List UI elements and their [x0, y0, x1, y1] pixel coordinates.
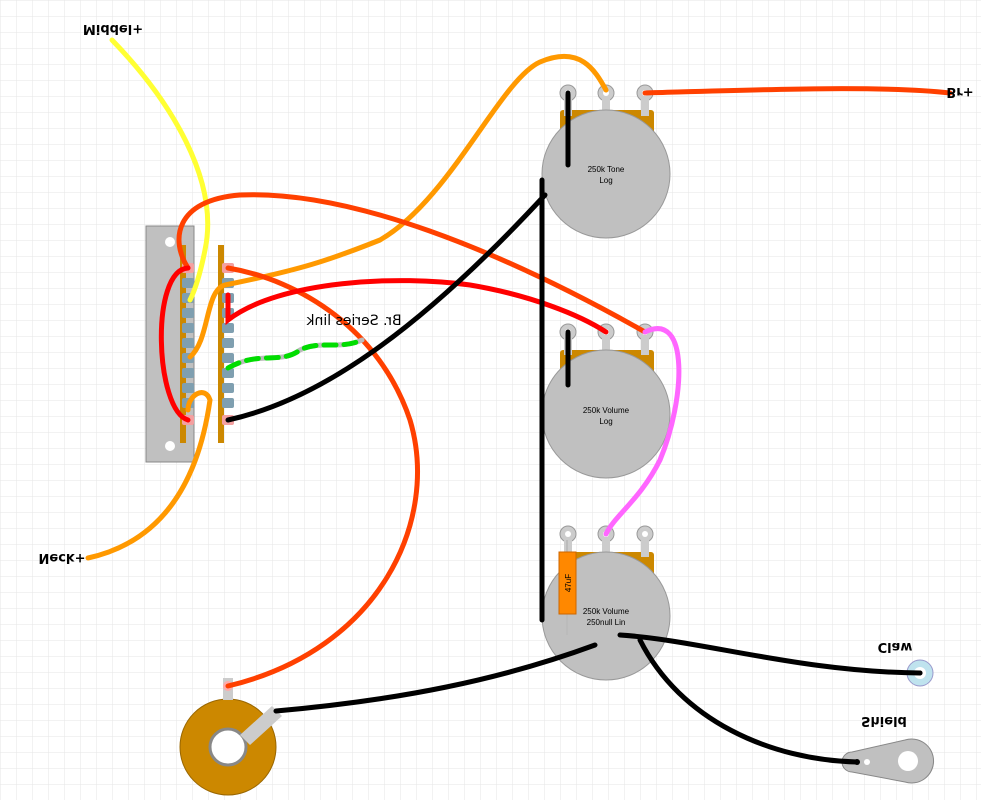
- tone-orange-wire: [187, 53, 609, 360]
- switch-lug[interactable]: [222, 323, 234, 333]
- tone-pot[interactable]: 250k Tone Log: [541, 84, 671, 239]
- volume-pot-2-label: 250k Volume: [583, 607, 630, 616]
- middle-label: Middel+: [83, 21, 143, 36]
- middle-wire: [109, 37, 211, 303]
- red-volume-wire: [225, 278, 609, 335]
- switch-lug[interactable]: [222, 383, 234, 393]
- bridge-wire: [642, 86, 953, 96]
- switch-lug[interactable]: [182, 308, 194, 318]
- neck-wire: [85, 390, 213, 561]
- switch-lug[interactable]: [222, 368, 234, 378]
- switch-lug[interactable]: [222, 398, 234, 408]
- output-jack[interactable]: [179, 678, 282, 796]
- switch-lug[interactable]: [222, 338, 234, 348]
- switch-lug[interactable]: [182, 368, 194, 378]
- wires: [85, 37, 953, 765]
- volume-pot-1-label: 250k Volume: [583, 406, 630, 415]
- black-ground-bus-wire: [539, 90, 571, 623]
- volume-pot-2-taper: 250null Lin: [587, 618, 626, 627]
- switch-lug[interactable]: [182, 323, 194, 333]
- neck-label: Neck+: [39, 550, 86, 565]
- shield-label: Shield: [861, 713, 907, 728]
- red-jumper-wire: [158, 265, 191, 423]
- black-switch-ground-wire: [225, 192, 548, 423]
- claw-wire: [617, 632, 923, 676]
- capacitor-value: 47uF: [564, 574, 573, 592]
- switch-lug[interactable]: [222, 353, 234, 363]
- tone-pot-label: 250k Tone: [588, 165, 625, 174]
- shield-ground-lug[interactable]: [841, 738, 935, 784]
- switch-lug[interactable]: [182, 338, 194, 348]
- bridge-label: Br+: [946, 84, 973, 99]
- volume-pot-1-taper: Log: [599, 417, 612, 426]
- redorange-switch-wire: [176, 192, 648, 335]
- black-jack-ground-wire: [273, 642, 598, 714]
- switch-lug[interactable]: [182, 278, 194, 288]
- series-link-green-wire: [225, 337, 365, 371]
- jack-hot-wire: [225, 265, 420, 689]
- pink-volume-link-wire: [603, 326, 682, 537]
- shield-wire: [637, 637, 860, 765]
- capacitor[interactable]: 47uF: [558, 540, 577, 635]
- switch-lug[interactable]: [182, 383, 194, 393]
- claw-label: Claw: [878, 639, 913, 654]
- tone-pot-taper: Log: [599, 176, 612, 185]
- series-link-label: Br. Series link: [305, 313, 401, 329]
